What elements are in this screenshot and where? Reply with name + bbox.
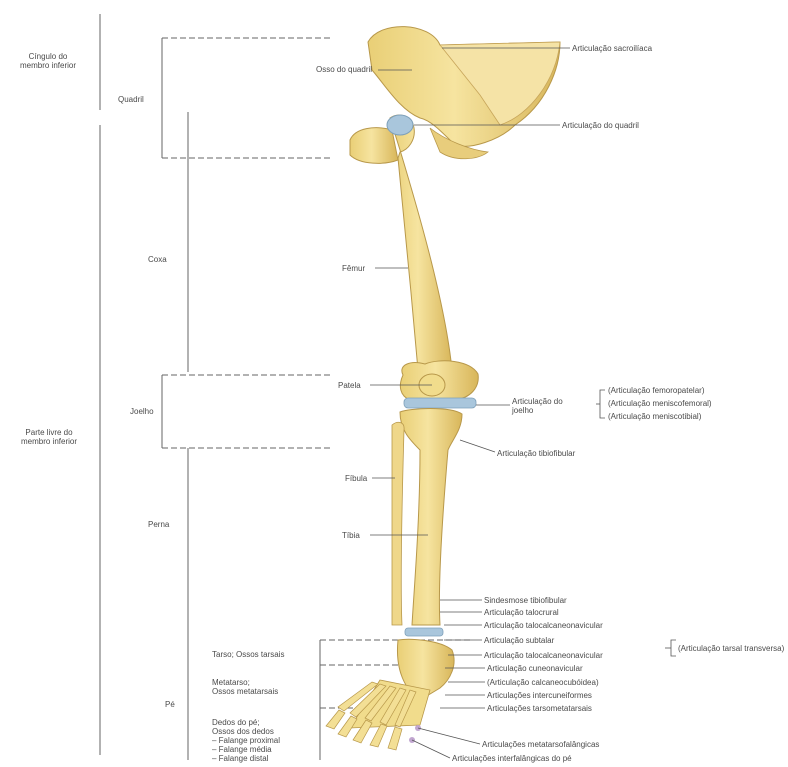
label-cingulo: Cíngulo do membro inferior bbox=[8, 52, 88, 70]
label-coxa: Coxa bbox=[148, 255, 167, 264]
label-art-interfalangicas: Articulações interfalângicas do pé bbox=[452, 754, 572, 763]
label-sindesmose: Sindesmose tibiofibular bbox=[484, 596, 567, 605]
label-art-joelho: Articulação do joelho bbox=[512, 397, 563, 415]
label-art-talocrural: Articulação talocrural bbox=[484, 608, 559, 617]
leg-bones-shape bbox=[392, 409, 462, 626]
label-art-intercuneiformes: Articulações intercuneiformes bbox=[487, 691, 592, 700]
label-art-cuneonavicular: Articulação cuneonavicular bbox=[487, 664, 583, 673]
label-art-sacroiliaca: Articulação sacroilíaca bbox=[572, 44, 652, 53]
label-art-tarsometatarsais: Articulações tarsometatarsais bbox=[487, 704, 592, 713]
label-tarso: Tarso; Ossos tarsais bbox=[212, 650, 284, 659]
label-tibia: Tíbia bbox=[342, 531, 360, 540]
label-femur: Fêmur bbox=[342, 264, 365, 273]
label-art-talocalcaneonavicular: Articulação talocalcaneonavicular bbox=[484, 651, 603, 660]
label-fibula: Fíbula bbox=[345, 474, 367, 483]
label-joelho: Joelho bbox=[130, 407, 154, 416]
label-art-quadril: Articulação do quadril bbox=[562, 121, 639, 130]
label-pe: Pé bbox=[165, 700, 175, 709]
label-art-calcaneocuboidea: (Articulação calcaneocubóidea) bbox=[487, 678, 599, 687]
label-quadril: Quadril bbox=[118, 95, 144, 104]
label-art-subtalar: Articulação subtalar bbox=[484, 636, 554, 645]
knee-cartilage-shape bbox=[404, 398, 476, 408]
ankle-cartilage-shape bbox=[405, 628, 443, 636]
label-osso-quadril: Osso do quadril bbox=[316, 65, 372, 74]
right-brackets bbox=[596, 390, 676, 656]
label-art-femoropatelar: (Articulação femoropatelar) bbox=[608, 386, 704, 395]
label-patela: Patela bbox=[338, 381, 361, 390]
label-art-meniscotibial: (Articulação meniscotibial) bbox=[608, 412, 701, 421]
label-perna: Perna bbox=[148, 520, 169, 529]
label-art-tibiofibular: Articulação tibiofibular bbox=[497, 449, 575, 458]
label-parte-livre: Parte livre do membro inferior bbox=[5, 428, 93, 446]
label-art-femorotibial: (Articulação meniscofemoral) bbox=[608, 399, 712, 408]
label-metatarso: Metatarso; Ossos metatarsais bbox=[212, 678, 278, 696]
label-art-talocalcaneonavicular-top: Articulação talocalcaneonavicular bbox=[484, 621, 603, 630]
label-art-metatarsofalangicas: Articulações metatarsofalângicas bbox=[482, 740, 599, 749]
label-art-tarsal-transversa: (Articulação tarsal transversa) bbox=[678, 644, 784, 653]
foot-shape bbox=[326, 639, 454, 750]
label-dedos: Dedos do pé; Ossos dos dedos – Falange p… bbox=[212, 718, 280, 763]
